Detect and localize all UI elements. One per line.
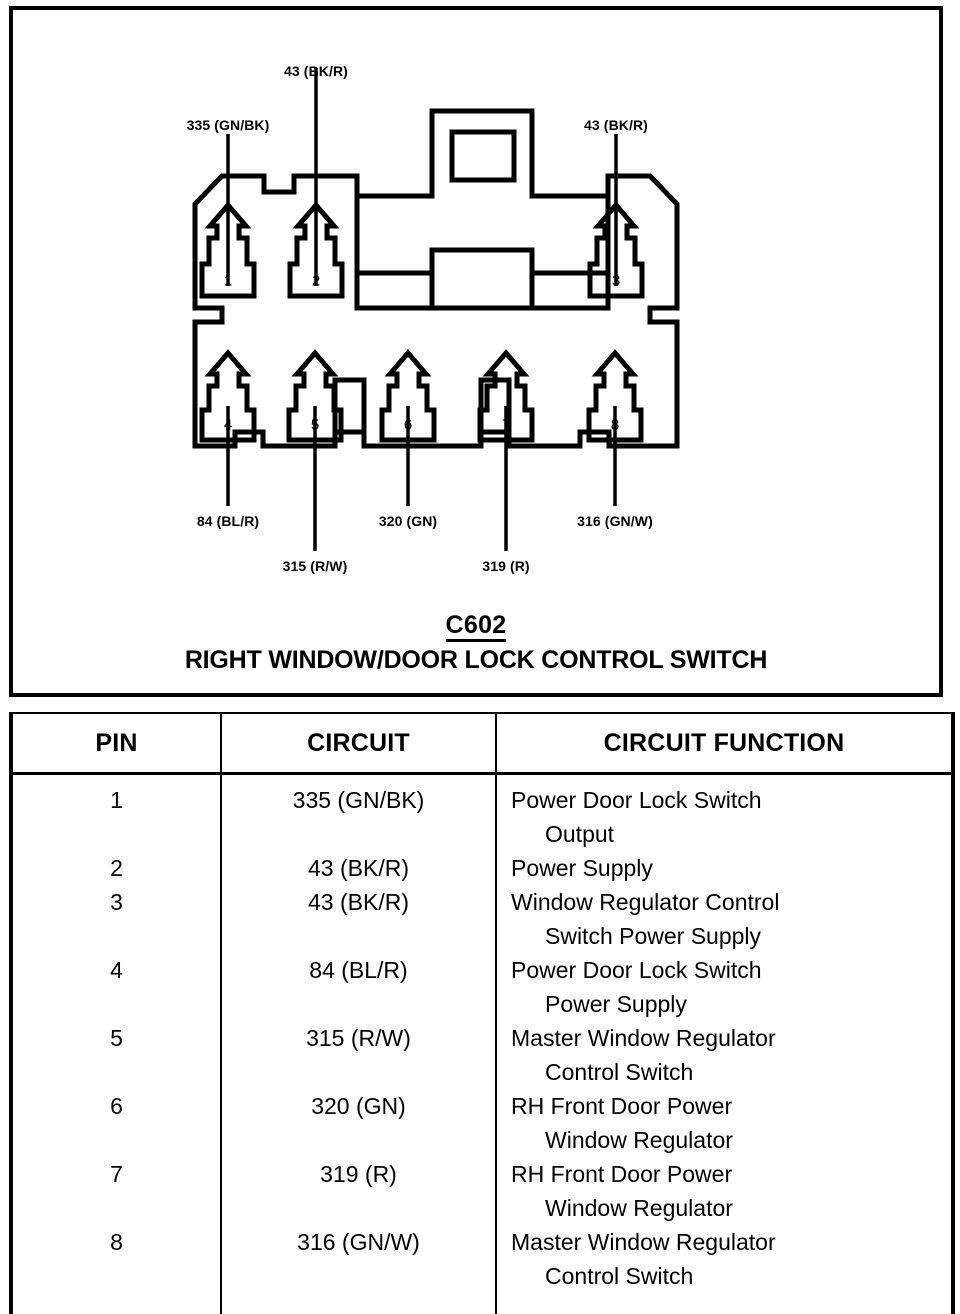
cell-pin-5: 5 [110,1025,123,1051]
spacer [222,1259,495,1293]
connector-body-outline [192,108,680,449]
pin-table: PIN CIRCUIT CIRCUIT FUNCTION 1 2 3 4 [9,712,955,1314]
terminal-pin-8 [586,349,644,443]
spacer [13,1191,220,1225]
pin-number-8: 8 [610,416,620,434]
cell-function-5-line1: Master Window Regulator [511,1025,776,1051]
cell-pin-4: 4 [110,957,123,983]
wire-label-pin5: 315 (R/W) [282,558,348,574]
wire-label-pin4: 84 (BL/R) [196,513,260,529]
cell-function-7-line1: RH Front Door Power [511,1161,733,1187]
cell-function-7-line2: Window Regulator [545,1195,733,1221]
spacer [13,1123,220,1157]
cell-function-1-line2: Output [545,821,615,847]
terminal-pin-5 [286,349,344,443]
cell-pin-3: 3 [110,889,123,915]
bottom-leader-lines [226,406,617,551]
cell-function-8-line2: Control Switch [545,1263,694,1289]
pin-number-6: 6 [403,416,413,434]
cell-circuit-3: 43 (BK/R) [308,889,409,915]
lower-divider-a [332,377,367,446]
cell-circuit-6: 320 (GN) [311,1093,406,1119]
cell-circuit-8: 316 (GN/W) [297,1229,420,1255]
function-column-cells: Power Door Lock Switch Output Power Supp… [495,772,955,1314]
connector-name: RIGHT WINDOW/DOOR LOCK CONTROL SWITCH [184,646,768,675]
spacer [13,1055,220,1089]
cell-circuit-4: 84 (BL/R) [309,957,408,983]
terminal-pin-2 [287,201,345,299]
spacer [13,1259,220,1293]
spacer [222,1123,495,1157]
cell-circuit-7: 319 (R) [320,1161,397,1187]
wire-label-pin2: 43 (BK/R) [284,63,348,79]
column-header-circuit: CIRCUIT [220,712,497,775]
wire-label-pin6: 320 (GN) [378,513,438,529]
column-header-pin: PIN [9,712,222,775]
pin-number-4: 4 [223,416,233,434]
circuit-column-cells: 335 (GN/BK) 43 (BK/R) 43 (BK/R) 84 (BL/R… [220,772,497,1314]
wire-label-pin1: 335 (GN/BK) [186,117,270,133]
middle-cavity-wall [354,196,611,311]
wire-label-pin3: 43 (BK/R) [584,117,648,133]
cell-function-3-line2: Switch Power Supply [545,923,762,949]
pin-number-5: 5 [310,416,320,434]
column-header-function: CIRCUIT FUNCTION [495,712,955,775]
cell-function-4-line2: Power Supply [545,991,687,1017]
diagram-frame [9,6,943,697]
spacer [13,817,220,851]
cell-pin-2: 2 [110,855,123,881]
cell-pin-7: 7 [110,1161,123,1187]
cell-pin-1: 1 [110,787,123,813]
top-leader-lines [226,68,618,286]
connector-title-block: C602 RIGHT WINDOW/DOOR LOCK CONTROL SWIT… [9,612,943,675]
pin-number-1: 1 [223,272,233,290]
cell-circuit-5: 315 (R/W) [306,1025,411,1051]
cell-function-2-line1: Power Supply [511,855,653,881]
terminal-pin-6 [379,349,437,443]
cell-function-3-line1: Window Regulator Control [511,889,780,915]
wire-label-pin8: 316 (GN/W) [577,513,653,529]
top-tab-window [449,129,517,183]
cell-circuit-2: 43 (BK/R) [308,855,409,881]
cell-function-8-line1: Master Window Regulator [511,1229,776,1255]
wire-label-pin7: 319 (R) [482,558,530,574]
spacer [222,919,495,953]
pin-number-3: 3 [611,272,621,290]
cell-function-6-line1: RH Front Door Power [511,1093,733,1119]
cell-function-1-line1: Power Door Lock Switch [511,787,762,813]
pin-number-7: 7 [501,416,511,434]
table-body-row: 1 2 3 4 5 6 7 8 [9,772,955,1314]
cell-function-4-line1: Power Door Lock Switch [511,957,762,983]
connector-inner-walls [332,129,611,446]
cell-circuit-1: 335 (GN/BK) [292,787,425,813]
spacer [222,987,495,1021]
connector-drawing [192,68,680,551]
cell-function-6-line2: Window Regulator [545,1127,733,1153]
terminal-pin-3 [587,201,645,299]
cell-pin-8: 8 [110,1229,123,1255]
spacer [222,1191,495,1225]
connector-id: C602 [445,612,507,643]
spacer [222,817,495,851]
pin-column-cells: 1 2 3 4 5 6 7 8 [9,772,222,1314]
terminal-pin-1 [199,201,257,299]
terminal-pin-4 [199,349,257,443]
cell-pin-6: 6 [110,1093,123,1119]
pin-number-2: 2 [311,272,321,290]
cell-function-5-line2: Control Switch [545,1059,694,1085]
spacer [222,1055,495,1089]
terminal-pin-7 [477,349,535,443]
spacer [13,987,220,1021]
table-header-row: PIN CIRCUIT CIRCUIT FUNCTION [9,712,955,775]
spacer [13,919,220,953]
